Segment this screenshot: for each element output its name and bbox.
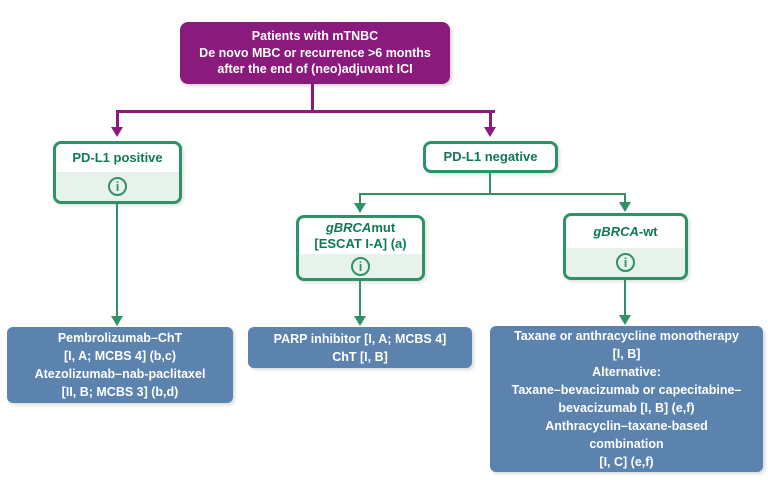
- connector-root-horizontal: [116, 110, 495, 113]
- pdl1-positive-label: PD-L1 positive: [72, 150, 163, 165]
- pdl1-negative-label: PD-L1 negative: [443, 149, 538, 164]
- outcome-gbrca-mut: PARP inhibitor [I, A; MCBS 4] ChT [I, B]: [248, 327, 472, 368]
- outcome-gbrca-wt: Taxane or anthracycline monotherapy [I, …: [490, 326, 763, 472]
- arrowhead-outcome-positive: [111, 316, 123, 326]
- outcome-line: Taxane or anthracycline monotherapy: [514, 329, 739, 343]
- outcome-line: PARP inhibitor [I, A; MCBS 4]: [273, 331, 447, 346]
- connector-drop-pdl1-negative: [489, 110, 492, 128]
- root-line-3: after the end of (neo)adjuvant ICI: [217, 62, 413, 77]
- connector-drop-pdl1-positive: [116, 110, 119, 128]
- outcome-line: ChT [I, B]: [332, 349, 388, 364]
- connector-negative-stub: [489, 173, 491, 195]
- node-pdl1-negative: PD-L1 negative: [423, 141, 558, 173]
- outcome-line: Alternative:: [592, 365, 661, 379]
- arrowhead-outcome-wt: [619, 315, 631, 325]
- info-icon[interactable]: i: [351, 256, 370, 276]
- outcome-line: [I, B]: [612, 347, 641, 361]
- node-patients-mtnbc: Patients with mTNBC De novo MBC or recur…: [180, 22, 450, 84]
- node-gbrca-mut: gBRCAmut [ESCAT I-A] (a) i: [296, 215, 425, 281]
- outcome-line: bevacizumab [I, B] (e,f): [558, 401, 695, 415]
- arrowhead-pdl1-positive: [111, 127, 123, 137]
- connector-root-stub: [311, 84, 314, 113]
- node-pdl1-positive: PD-L1 positive i: [53, 141, 182, 204]
- gbrca-mut-label: gBRCAmut: [325, 220, 396, 235]
- outcome-line: [II, B; MCBS 3] (b,d): [61, 385, 179, 399]
- connector-drop-gbrca-wt: [624, 193, 626, 203]
- node-gbrca-wt: gBRCA-wt i: [563, 213, 688, 280]
- outcome-line: [I, C] (e,f): [599, 455, 654, 469]
- root-line-2: De novo MBC or recurrence >6 months: [199, 45, 431, 60]
- gbrca-mut-escat: [ESCAT I-A] (a): [314, 236, 407, 251]
- connector-drop-gbrca-mut: [359, 193, 361, 204]
- outcome-line: Atezolizumab–nab-paclitaxel: [34, 367, 206, 381]
- info-icon[interactable]: i: [108, 177, 127, 196]
- gbrca-wt-label: gBRCA-wt: [593, 224, 658, 239]
- outcome-line: Anthracyclin–taxane-based: [545, 419, 708, 433]
- connector-negative-horizontal: [359, 193, 626, 195]
- connector-positive-to-outcome: [116, 204, 118, 317]
- outcome-line: Taxane–bevacizumab or capecitabine–: [511, 383, 742, 397]
- arrowhead-outcome-mut: [354, 316, 366, 326]
- root-line-1: Patients with mTNBC: [251, 29, 379, 44]
- outcome-line: Pembrolizumab–ChT: [57, 331, 183, 345]
- arrowhead-gbrca-wt: [619, 202, 631, 212]
- outcome-line: [I, A; MCBS 4] (b,c): [63, 349, 177, 363]
- connector-wt-to-outcome: [624, 280, 626, 316]
- arrowhead-pdl1-negative: [484, 127, 496, 137]
- outcome-line: combination: [589, 437, 664, 451]
- info-icon[interactable]: i: [616, 253, 635, 272]
- arrowhead-gbrca-mut: [354, 203, 366, 213]
- outcome-pdl1-positive: Pembrolizumab–ChT [I, A; MCBS 4] (b,c) A…: [7, 327, 233, 403]
- connector-mut-to-outcome: [359, 281, 361, 317]
